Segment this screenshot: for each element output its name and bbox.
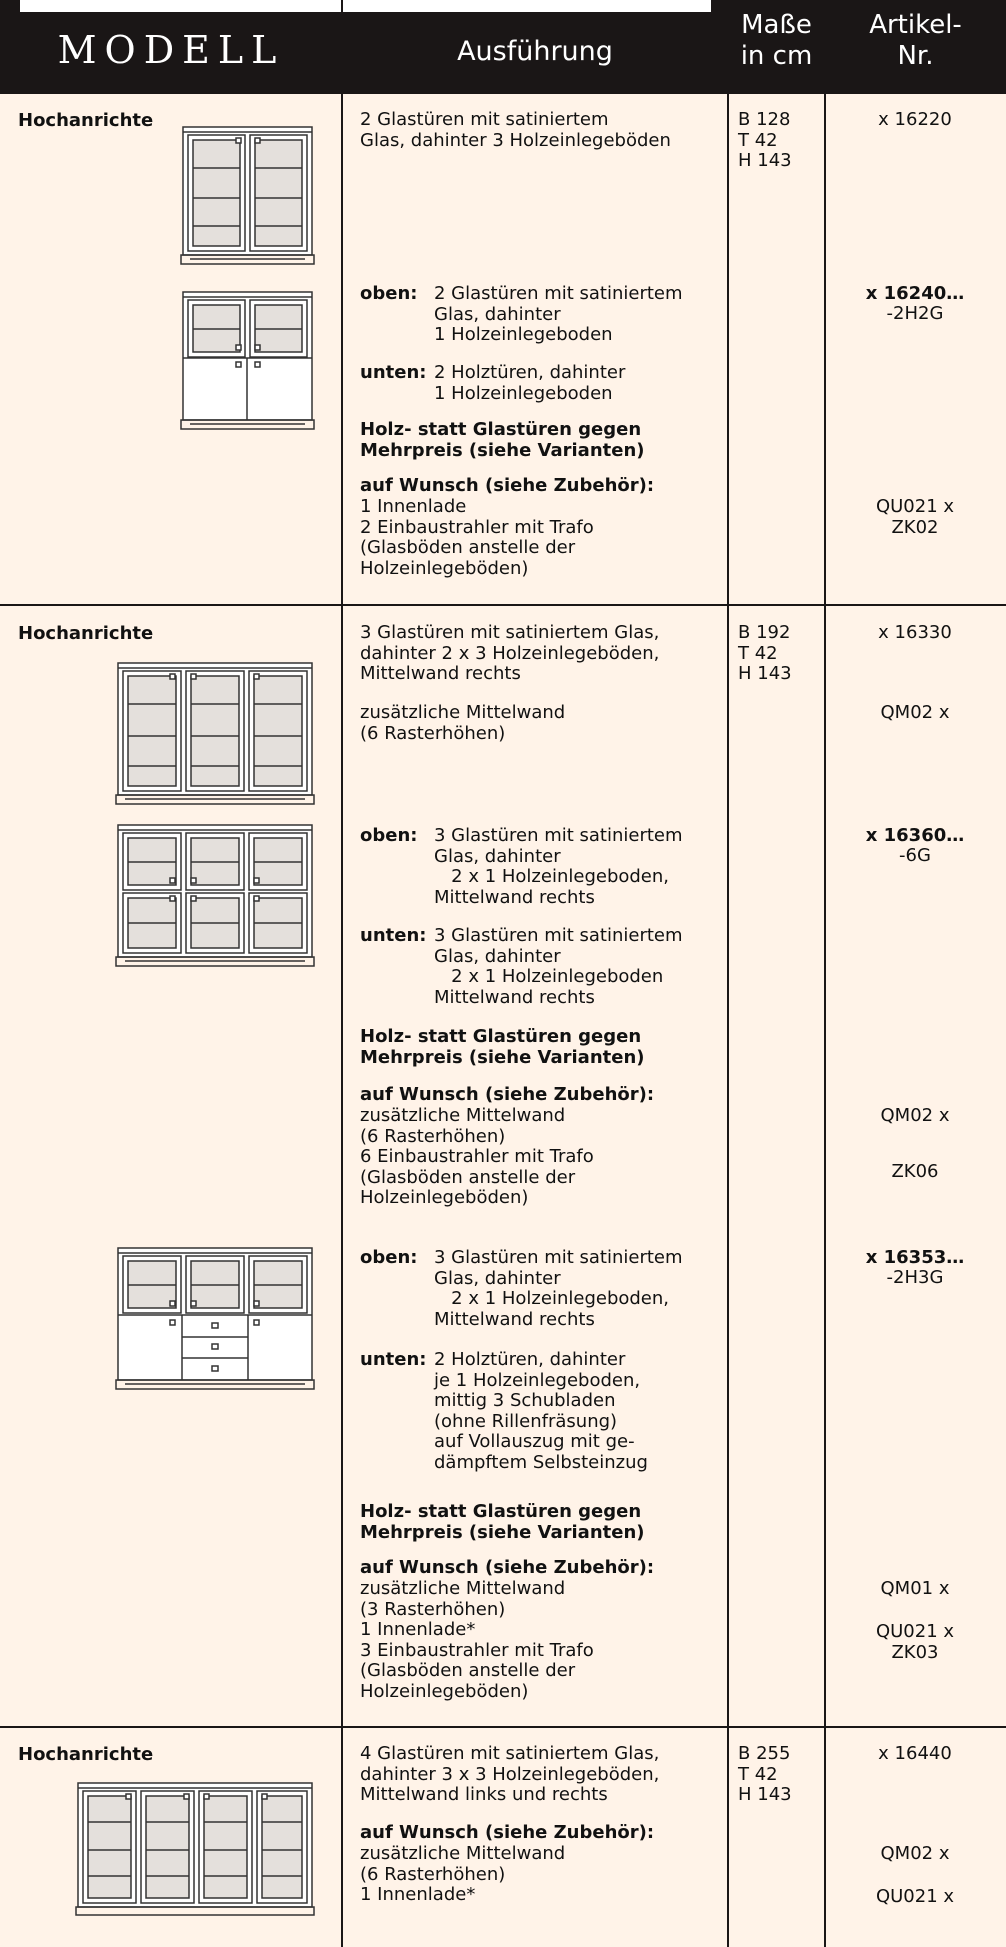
header-modell: MODELL (57, 28, 285, 72)
dimensions: B 192 T 42 H 143 (738, 622, 792, 684)
oben-text: 3 Glastüren mit satiniertem Glas, dahint… (434, 825, 683, 908)
column-divider (341, 0, 343, 1947)
article-number: QU021 x ZK03 (875, 1621, 955, 1663)
oben-text: 3 Glastüren mit satiniertem Glas, dahint… (434, 1247, 683, 1330)
article-number: QM02 x (880, 702, 950, 723)
unten-text: 2 Holztüren, dahinter je 1 Holzeinlegebo… (434, 1349, 648, 1473)
cabinet-3-glass-doors-image (115, 662, 315, 805)
unten-label: unten: (360, 362, 427, 383)
header-artikel: Artikel- Nr. (869, 10, 962, 72)
wunsch-text: zusätzliche Mittelwand (6 Rasterhöhen) 1… (360, 1843, 566, 1905)
article-number: QM02 x (880, 1843, 950, 1864)
row-divider (0, 1726, 1006, 1728)
cabinet-4-glass-doors-image (75, 1782, 315, 1916)
article-suffix: -6G (899, 845, 931, 866)
article-number: QM02 x (880, 1105, 950, 1126)
article-suffix: -2H2G (886, 303, 944, 324)
cabinet-glass-doors-drawers-image (115, 1247, 315, 1390)
unten-label: unten: (360, 1349, 427, 1370)
article-number: x 16330 (878, 622, 952, 643)
oben-text: 2 Glastüren mit satiniertem Glas, dahint… (434, 283, 683, 345)
header-ausfuehrung: Ausführung (457, 36, 613, 67)
holz-note: Holz- statt Glastüren gegen Mehrpreis (s… (360, 1501, 645, 1543)
oben-label: oben: (360, 825, 418, 846)
oben-label: oben: (360, 1247, 418, 1268)
unten-text: 3 Glastüren mit satiniertem Glas, dahint… (434, 925, 683, 1008)
article-number: x 16353… (865, 1247, 965, 1268)
article-number: QU021 x ZK02 (875, 496, 955, 538)
wunsch-title: auf Wunsch (siehe Zubehör): (360, 1557, 655, 1578)
article-suffix: -2H3G (886, 1267, 944, 1288)
column-divider (727, 0, 729, 1947)
wunsch-text: zusätzliche Mittelwand (3 Rasterhöhen) 1… (360, 1578, 594, 1702)
unten-text: 2 Holztüren, dahinter 1 Holzeinlegeboden (434, 362, 626, 404)
wunsch-title: auf Wunsch (siehe Zubehör): (360, 475, 655, 496)
wunsch-title: auf Wunsch (siehe Zubehör): (360, 1084, 655, 1105)
holz-note: Holz- statt Glastüren gegen Mehrpreis (s… (360, 1026, 645, 1068)
article-number: ZK06 (891, 1161, 939, 1182)
wunsch-text: zusätzliche Mittelwand (6 Rasterhöhen) 6… (360, 1105, 594, 1208)
article-number: QU021 x (875, 1886, 955, 1907)
description: 4 Glastüren mit satiniertem Glas, dahint… (360, 1743, 660, 1805)
holz-note: Holz- statt Glastüren gegen Mehrpreis (s… (360, 419, 645, 461)
column-divider (824, 0, 826, 1947)
article-number: x 16360… (865, 825, 965, 846)
oben-label: oben: (360, 283, 418, 304)
article-number: x 16240… (865, 283, 965, 304)
row-divider (0, 604, 1006, 606)
article-number: x 16220 (878, 109, 952, 130)
dimensions: B 128 T 42 H 143 (738, 109, 792, 171)
model-label: Hochanrichte (18, 1744, 154, 1765)
cabinet-glass-over-wood-image (180, 291, 315, 430)
header-tab (18, 0, 713, 14)
model-label: Hochanrichte (18, 110, 154, 131)
cabinet-6-glass-doors-image (115, 824, 315, 967)
header-masse: Maße in cm (740, 10, 813, 72)
wunsch-title: auf Wunsch (siehe Zubehör): (360, 1822, 655, 1843)
article-number: x 16440 (878, 1743, 952, 1764)
model-label: Hochanrichte (18, 623, 154, 644)
wunsch-text: 1 Innenlade 2 Einbaustrahler mit Trafo (… (360, 496, 594, 579)
cabinet-2-glass-doors-image (180, 126, 315, 265)
description: 3 Glastüren mit satiniertem Glas, dahint… (360, 622, 660, 684)
dimensions: B 255 T 42 H 143 (738, 1743, 792, 1805)
description: zusätzliche Mittelwand (6 Rasterhöhen) (360, 702, 566, 744)
description: 2 Glastüren mit satiniertem Glas, dahint… (360, 109, 671, 151)
table-header: MODELL Ausführung Maße in cm Artikel- Nr… (0, 0, 1006, 94)
unten-label: unten: (360, 925, 427, 946)
article-number: QM01 x (880, 1578, 950, 1599)
